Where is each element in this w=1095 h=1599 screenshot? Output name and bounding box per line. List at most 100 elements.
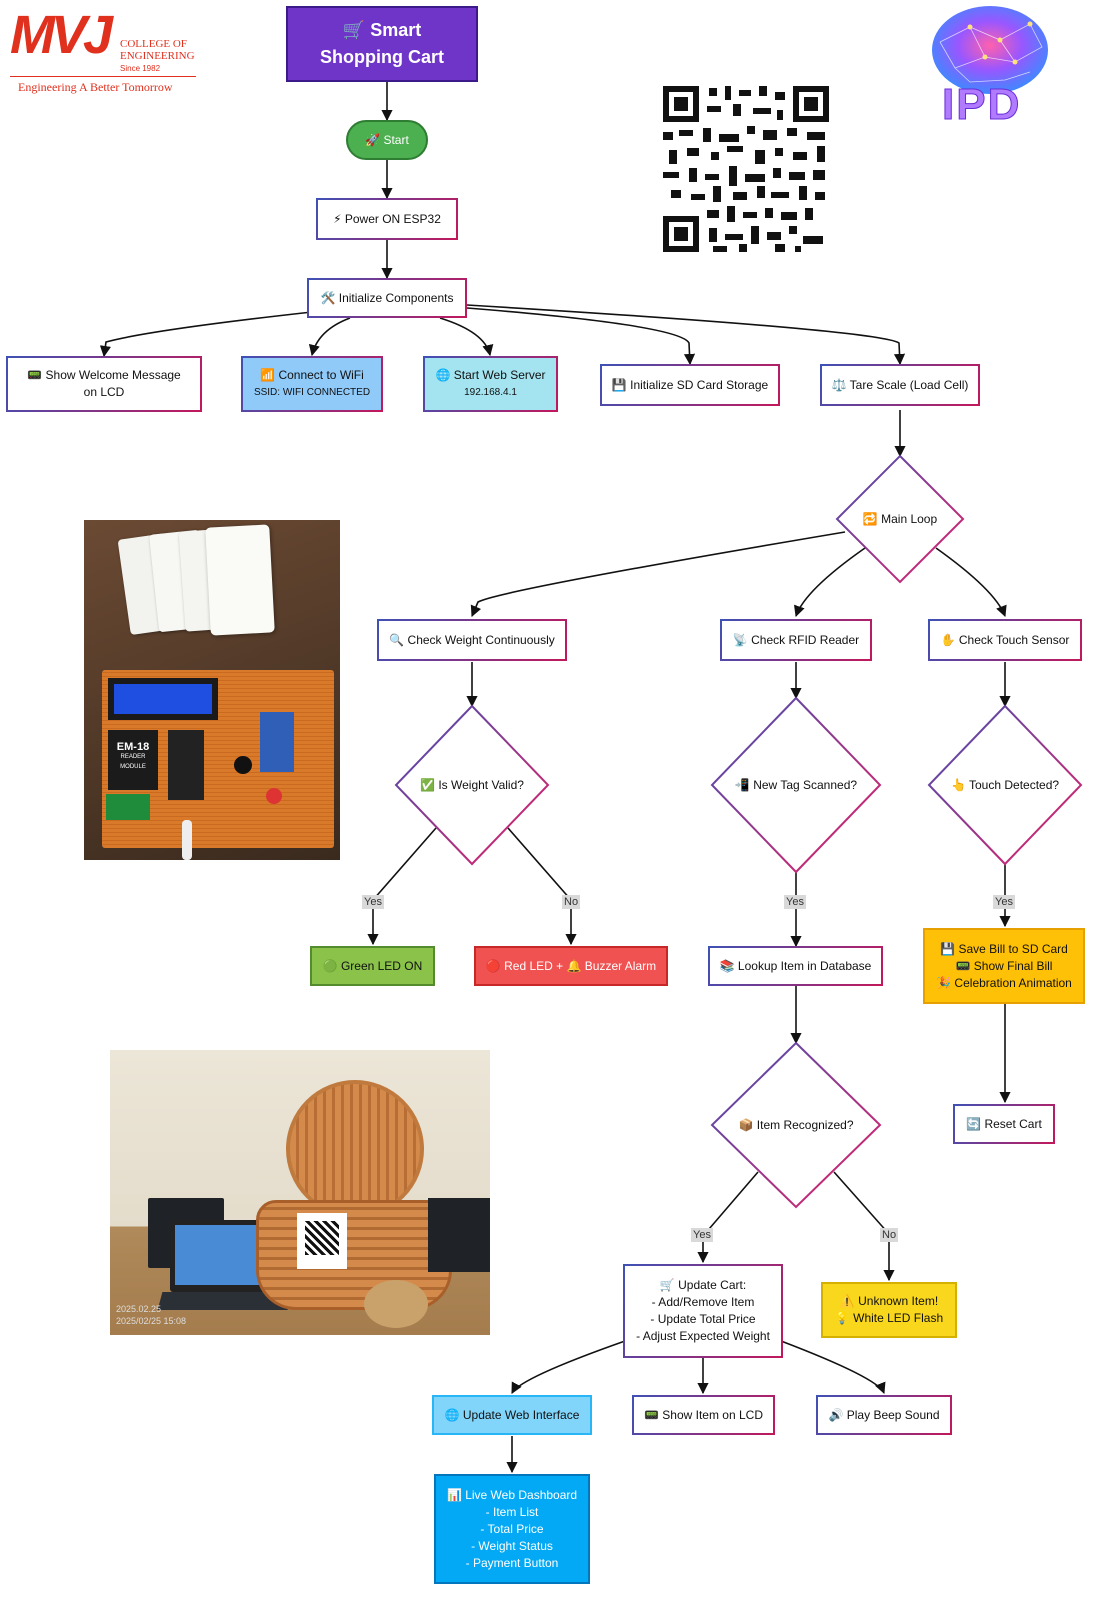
wifi-line1: 📶 Connect to WiFi: [260, 368, 364, 382]
logo-tagline: Engineering A Better Tomorrow: [18, 80, 173, 94]
recognized-yes-label: Yes: [691, 1228, 713, 1242]
cart-qr-card: [297, 1213, 347, 1269]
sd-init-label: 💾 Initialize SD Card Storage: [611, 377, 769, 392]
check-rfid-node: 📡 Check RFID Reader: [720, 619, 872, 661]
red-led-label: 🔴 Red LED + 🔔 Buzzer Alarm: [485, 958, 657, 973]
edge-init-wifi: [308, 317, 351, 357]
hardware-photo: EM-18 READER MODULE: [84, 520, 340, 860]
diamond-touch-detected: [927, 704, 1083, 866]
dashboard-line1: 📊 Live Web Dashboard: [446, 1487, 578, 1502]
red-led-node: 🔴 Red LED + 🔔 Buzzer Alarm: [474, 946, 668, 986]
usb-cable: [182, 820, 192, 860]
edge-main-checkweight: [470, 531, 846, 618]
welcome-node: 📟 Show Welcome Message on LCD: [6, 356, 202, 412]
dashboard-node: 📊 Live Web Dashboard - Item List - Total…: [434, 1474, 590, 1584]
bluetooth-module: [260, 712, 294, 772]
edge-update-web: [511, 1340, 626, 1394]
diamond-main-loop: [835, 454, 965, 584]
reset-cart-node: 🔄 Reset Cart: [953, 1104, 1055, 1144]
diamond-new-tag: [710, 696, 882, 874]
title-line2: Shopping Cart: [320, 47, 444, 67]
check-weight-label: 🔍 Check Weight Continuously: [389, 632, 555, 647]
update-cart-line3: - Update Total Price: [650, 1312, 756, 1326]
save-bill-line1: 💾 Save Bill to SD Card: [940, 941, 1068, 956]
dashboard-line5: - Payment Button: [465, 1555, 559, 1570]
tag-yes-label: Yes: [784, 895, 806, 909]
wifi-node: 📶 Connect to WiFi SSID: WIFI CONNECTED: [241, 356, 383, 412]
touch-detected-label: 👆 Touch Detected?: [950, 778, 1060, 792]
touch-yes-label: Yes: [993, 895, 1015, 909]
touch-pad: [266, 788, 282, 804]
college-logo: MVJ COLLEGE OF ENGINEERING Since 1982 En…: [10, 5, 200, 100]
cart-icon: 🛒: [342, 20, 366, 40]
show-lcd-node: 📟 Show Item on LCD: [632, 1395, 775, 1435]
diamond-item-recognized: [710, 1041, 882, 1209]
weight-yes-label: Yes: [362, 895, 384, 909]
item-recognized-label: 📦 Item Recognized?: [738, 1118, 854, 1132]
update-cart-node: 🛒 Update Cart: - Add/Remove Item - Updat…: [623, 1264, 783, 1358]
lcd-screen: [108, 678, 218, 720]
init-label: 🛠️ Initialize Components: [320, 290, 454, 305]
pcb-board: EM-18 READER MODULE: [102, 670, 334, 848]
init-node: 🛠️ Initialize Components: [307, 278, 467, 318]
em18-sub2: MODULE: [120, 764, 146, 770]
check-weight-node: 🔍 Check Weight Continuously: [377, 619, 567, 661]
wifi-ssid: SSID: WIFI CONNECTED: [253, 387, 371, 398]
ipd-logo: IPD: [920, 2, 1070, 130]
monitor-right: [428, 1198, 490, 1272]
em18-label: EM-18: [116, 741, 150, 753]
webserver-node: 🌐 Start Web Server 192.168.4.1: [423, 356, 558, 412]
edge-init-welcome: [99, 311, 313, 358]
brain-icon: [932, 6, 1048, 94]
update-cart-line1: 🛒 Update Cart:: [659, 1278, 747, 1292]
title-line1: Smart: [370, 20, 422, 40]
weight-valid-label: ✅ Is Weight Valid?: [420, 778, 524, 792]
sd-init-node: 💾 Initialize SD Card Storage: [600, 364, 780, 406]
ipd-text: IPD: [941, 80, 1022, 130]
em18-sub1: READER: [120, 754, 146, 760]
edge-init-webserver: [439, 317, 494, 357]
edge-main-touch: [935, 547, 1007, 618]
item-recognized-node: 📦 Item Recognized?: [712, 1043, 880, 1207]
check-rfid-label: 📡 Check RFID Reader: [732, 632, 860, 647]
logo-college-of: COLLEGE OF: [120, 38, 187, 50]
reset-cart-label: 🔄 Reset Cart: [966, 1116, 1042, 1131]
check-touch-label: ✋ Check Touch Sensor: [940, 632, 1070, 647]
save-bill-line3: 🎉 Celebration Animation: [936, 975, 1072, 990]
unknown-item-node: ⚠️ Unknown Item! 💡 White LED Flash: [821, 1282, 957, 1338]
main-loop-node: 🔁 Main Loop: [837, 456, 963, 582]
qr-code: [663, 86, 829, 252]
recognized-no-label: No: [880, 1228, 899, 1242]
webserver-ip: 192.168.4.1: [464, 387, 517, 398]
update-web-label: 🌐 Update Web Interface: [444, 1407, 580, 1422]
dashboard-line3: - Total Price: [480, 1521, 544, 1536]
power-node: ⚡ Power ON ESP32: [316, 198, 458, 240]
update-cart-line4: - Adjust Expected Weight: [636, 1329, 770, 1343]
dashboard-line2: - Item List: [485, 1504, 539, 1519]
touch-detected-node: 👆 Touch Detected?: [929, 706, 1081, 864]
weight-no-label: No: [562, 895, 581, 909]
beep-label: 🔊 Play Beep Sound: [828, 1407, 940, 1422]
esp32-board: [168, 730, 204, 800]
logo-rule: [10, 76, 196, 77]
logo-engineering: ENGINEERING: [120, 50, 195, 62]
cart-photo-stamp1: 2025.02.25: [116, 1304, 162, 1314]
cart-photo-stamp2: 2025/02/25 15:08: [116, 1316, 187, 1326]
basket-lid: [286, 1080, 424, 1218]
dashboard-line4: - Weight Status: [471, 1538, 553, 1553]
tare-label: ⚖️ Tare Scale (Load Cell): [831, 377, 969, 392]
title-box: 🛒 Smart Shopping Cart: [286, 6, 478, 82]
buzzer: [234, 756, 252, 774]
edge-main-rfid: [794, 547, 866, 618]
power-label: ⚡ Power ON ESP32: [333, 211, 441, 226]
unknown-line1: ⚠️ Unknown Item!: [839, 1294, 939, 1308]
unknown-line2: 💡 White LED Flash: [834, 1311, 944, 1325]
logo-mark: MVJ: [10, 5, 113, 65]
start-node: 🚀 Start: [346, 120, 428, 160]
check-touch-node: ✋ Check Touch Sensor: [928, 619, 1082, 661]
em18-module: EM-18 READER MODULE: [108, 730, 158, 790]
diamond-weight-valid: [394, 704, 550, 866]
weight-valid-node: ✅ Is Weight Valid?: [396, 706, 548, 864]
tape-roll: [364, 1280, 428, 1328]
